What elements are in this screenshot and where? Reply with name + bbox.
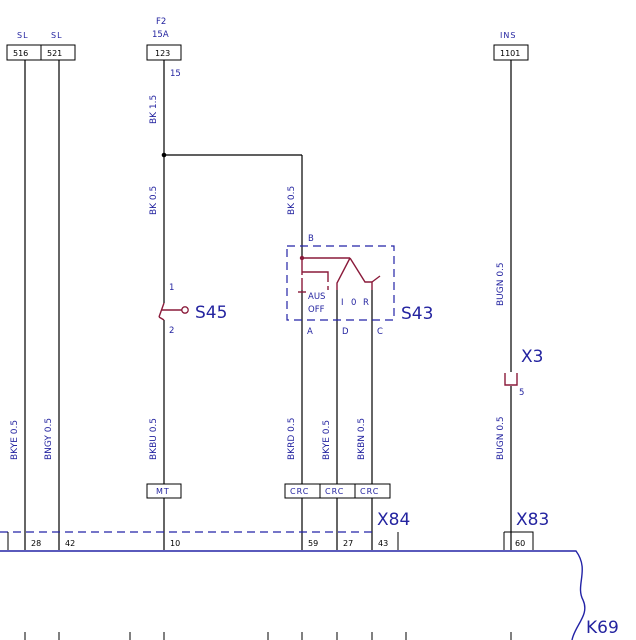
switch-position: I (341, 298, 344, 308)
switch-pin: C (377, 327, 383, 337)
switch-position: R (363, 298, 369, 308)
module-body (0, 551, 585, 640)
switch-lever (371, 275, 381, 283)
switch-blade-c (349, 257, 373, 290)
switch-arm-a (302, 271, 329, 290)
switch-text: AUS (308, 292, 325, 302)
wire-label: BUGN 0.5 (496, 416, 506, 460)
tag-text: MT (156, 487, 170, 496)
tag-crc-2: CRC (319, 483, 356, 499)
wire-label: BK 1.5 (149, 95, 159, 124)
tag-text: CRC (360, 487, 379, 496)
connector-title: INS (500, 31, 516, 40)
connector-outline (503, 531, 534, 550)
connector-sl-521: SL 521 (40, 31, 76, 61)
switch-text: OFF (308, 305, 325, 315)
tag-mt: MT (146, 483, 182, 499)
switch-pin: A (307, 327, 313, 337)
connector-pin: 5 (519, 388, 524, 398)
connector-title: SL (17, 31, 29, 40)
wire-label: BKBU 0.5 (149, 418, 159, 460)
switch-pin: B (308, 234, 314, 244)
switch-label: S45 (195, 303, 227, 323)
connector-pin: 60 (515, 539, 525, 548)
wire-label: BKYE 0.5 (322, 420, 332, 460)
fuse-rating: 15A (152, 30, 169, 40)
connector-x84: X84 28 42 10 59 27 43 (0, 510, 410, 550)
fuse-pin: 15 (170, 69, 181, 79)
connector-number: 516 (13, 49, 28, 58)
switch-s45: 1 2 S45 (158, 283, 227, 336)
tag-crc-1: CRC (284, 483, 321, 499)
connector-ins-1101: INS 1101 (493, 31, 529, 61)
tag-box (146, 483, 182, 499)
connector-edge (7, 532, 399, 550)
connector-sl-516: SL 516 (6, 31, 42, 61)
connector-pin: 43 (378, 539, 388, 548)
connector-pin: 59 (308, 539, 318, 548)
wire-label: BNGY 0.5 (44, 418, 54, 460)
connector-label: X83 (516, 510, 549, 530)
module-pins (24, 632, 512, 640)
wire-label: BK 0.5 (287, 186, 297, 215)
connector-fuse-f2: F2 15A 123 15 (146, 17, 182, 79)
switch-contact (158, 302, 165, 321)
connector-pin: 42 (65, 539, 75, 548)
switch-position: 0 (351, 298, 356, 308)
switch-s43: B AUS OFF I 0 R A D C S43 (286, 234, 433, 337)
connector-number: 521 (47, 49, 62, 58)
wire-label: BK 0.5 (149, 186, 159, 215)
switch-label: S43 (401, 304, 433, 324)
fuse-number: 123 (155, 49, 170, 58)
switch-pin: D (342, 327, 349, 337)
wire-label: BKRD 0.5 (287, 418, 297, 460)
module-k69: K69 (0, 550, 619, 640)
inline-connector-icon (504, 373, 518, 386)
push-button-icon (181, 306, 189, 314)
tag-text: CRC (325, 487, 344, 496)
splice-dot (161, 152, 167, 158)
connector-pin: 27 (343, 539, 353, 548)
tag-crc-3: CRC (354, 483, 391, 499)
switch-pin: 2 (169, 326, 174, 336)
wire-label: BKYE 0.5 (10, 420, 20, 460)
wire-label: BUGN 0.5 (496, 262, 506, 306)
switch-housing (286, 245, 395, 321)
module-label: K69 (586, 618, 619, 638)
connector-title: SL (51, 31, 63, 40)
wire-label: BKBN 0.5 (357, 418, 367, 460)
switch-pin: 1 (169, 283, 174, 293)
connector-label: X3 (521, 347, 543, 367)
tag-box (354, 483, 391, 499)
fuse-title: F2 (156, 17, 166, 27)
connector-box (40, 44, 76, 61)
module-outline (0, 550, 586, 640)
connector-pin: 10 (170, 539, 180, 548)
connector-number: 1101 (500, 49, 520, 58)
switch-blade-d (336, 257, 351, 290)
connector-x3: X3 5 (504, 347, 543, 398)
connector-pin: 28 (31, 539, 41, 548)
tag-text: CRC (290, 487, 309, 496)
connector-x83: X83 60 (503, 510, 549, 550)
connector-label: X84 (377, 510, 410, 530)
